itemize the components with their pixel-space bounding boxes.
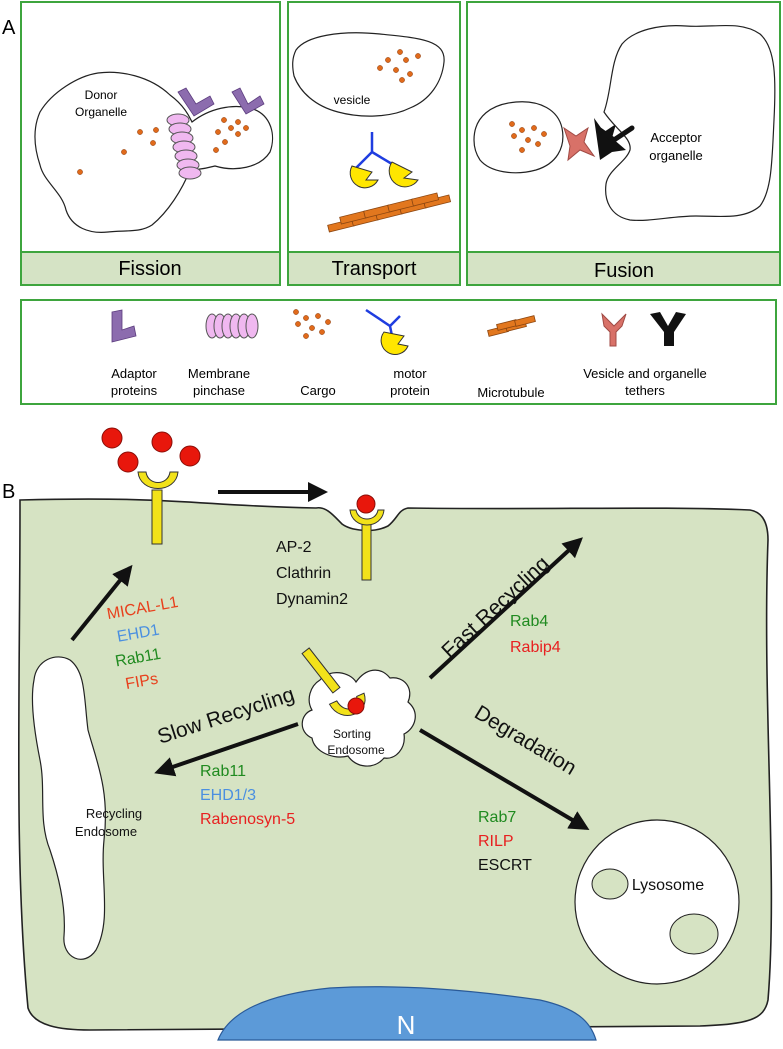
vesicle-label: vesicle xyxy=(334,93,371,107)
legend-cargo-label: Cargo xyxy=(300,383,335,398)
fission-caption: Fission xyxy=(118,258,181,280)
recycling-endosome-line1: Recycling xyxy=(86,806,142,821)
fusion-cargo xyxy=(509,121,547,153)
motor-stalk xyxy=(355,132,393,169)
sorting-endosome xyxy=(301,669,416,767)
lysosome-label: Lysosome xyxy=(632,877,704,894)
transport-cargo xyxy=(377,49,421,83)
recycling-endosome-line2: Endosome xyxy=(75,824,137,839)
legend-tethers-line2: tethers xyxy=(625,383,665,398)
donor-label-line1: Donor xyxy=(85,88,118,102)
membrane-pinchase xyxy=(166,113,202,180)
receptor-stalk xyxy=(151,489,163,545)
fission-caption-bar xyxy=(20,251,281,286)
legend-pinchase-line1: Membrane xyxy=(188,366,250,381)
transport-caption: Transport xyxy=(332,258,417,280)
legend-adaptor-icon xyxy=(111,309,137,343)
factor-rab4: Rab4 xyxy=(510,613,548,630)
transport-caption-bar xyxy=(287,251,461,286)
factor-slow-rab11: Rab11 xyxy=(200,763,246,780)
factor-dynamin2: Dynamin2 xyxy=(276,591,348,608)
slow-recycling-arrow xyxy=(154,722,299,777)
factor-clathrin: Clathrin xyxy=(276,565,331,582)
donor-organelle xyxy=(34,71,274,233)
legend-vesicle-tether-icon xyxy=(601,312,627,347)
nucleus-label: N xyxy=(397,1010,416,1040)
fission-panel: Fission Donor Organelle xyxy=(20,1,281,286)
return-to-surface-arrow xyxy=(70,564,133,642)
lysosome-vesicle-small xyxy=(591,868,629,900)
legend-motor-line1: motor xyxy=(393,366,427,381)
internalized-ligand xyxy=(356,494,376,514)
fusion-caption: Fusion xyxy=(594,260,654,282)
legend-microtubule-icon xyxy=(487,315,536,337)
vesicle xyxy=(292,32,445,117)
microtubule xyxy=(327,192,452,233)
donor-label-line2: Organelle xyxy=(75,105,127,119)
ligand-cluster xyxy=(101,427,201,473)
sorting-endosome-line1: Sorting xyxy=(333,727,371,741)
factor-escrt: ESCRT xyxy=(478,857,532,874)
sorting-endosome-line2: Endosome xyxy=(327,743,385,757)
legend-motor-line2: protein xyxy=(390,383,430,398)
recycling-endosome xyxy=(31,656,107,960)
acceptor-label-line1: Acceptor xyxy=(650,130,702,145)
motor-protein xyxy=(349,161,419,189)
legend-adaptor-line2: proteins xyxy=(111,383,158,398)
legend-organelle-tether-icon xyxy=(650,312,686,346)
legend-motor-icon xyxy=(380,331,409,355)
factor-rabenosyn5: Rabenosyn-5 xyxy=(200,811,295,828)
fusion-panel: Fusion Acceptor organelle xyxy=(466,1,781,286)
factor-ap2: AP-2 xyxy=(276,539,312,556)
legend: Adaptor proteins Membrane pinchase Cargo… xyxy=(20,299,777,405)
internalized-receptor-stalk xyxy=(361,523,372,581)
factor-rab7: Rab7 xyxy=(478,809,516,826)
fast-recycling-arrow xyxy=(428,537,583,680)
acceptor-label-line2: organelle xyxy=(649,148,703,163)
transport-panel: Transport vesicle xyxy=(287,1,461,286)
legend-pinchase-line2: pinchase xyxy=(193,383,245,398)
nucleus xyxy=(217,986,597,1041)
sorting-ligand xyxy=(347,697,365,715)
receptor-cup xyxy=(137,471,179,489)
lysosome-vesicle-large xyxy=(669,913,719,955)
factor-fips: FIPs xyxy=(124,671,159,693)
factor-rabip4: Rabip4 xyxy=(510,639,561,656)
organelle-tether-arm xyxy=(597,125,635,144)
degradation-arrow xyxy=(418,728,590,831)
sorting-receptor xyxy=(301,647,366,716)
legend-pinchase-icon xyxy=(205,313,259,339)
acceptor-organelle xyxy=(603,24,776,221)
panel-a-letter: A xyxy=(2,17,16,39)
panel-b-letter: B xyxy=(2,481,15,503)
adaptor-proteins xyxy=(177,87,265,117)
legend-cargo-icon xyxy=(293,309,331,339)
fission-cargo xyxy=(77,117,249,175)
fusion-caption-bar xyxy=(466,251,781,286)
factor-ehd1-3: EHD1/3 xyxy=(200,787,256,804)
internalizing-receptor xyxy=(349,494,385,581)
fusion-vesicle xyxy=(473,101,564,174)
factor-rilp: RILP xyxy=(478,833,514,850)
sorting-receptor-stalk xyxy=(301,647,341,694)
legend-adaptor-line1: Adaptor xyxy=(111,366,157,381)
legend-tethers-line1: Vesicle and organelle xyxy=(583,366,707,381)
vesicle-tether xyxy=(563,126,596,162)
legend-microtubule-label: Microtubule xyxy=(477,385,544,400)
surface-receptor xyxy=(101,427,201,545)
internalized-receptor-cup xyxy=(349,509,385,526)
lysosome xyxy=(574,819,740,985)
